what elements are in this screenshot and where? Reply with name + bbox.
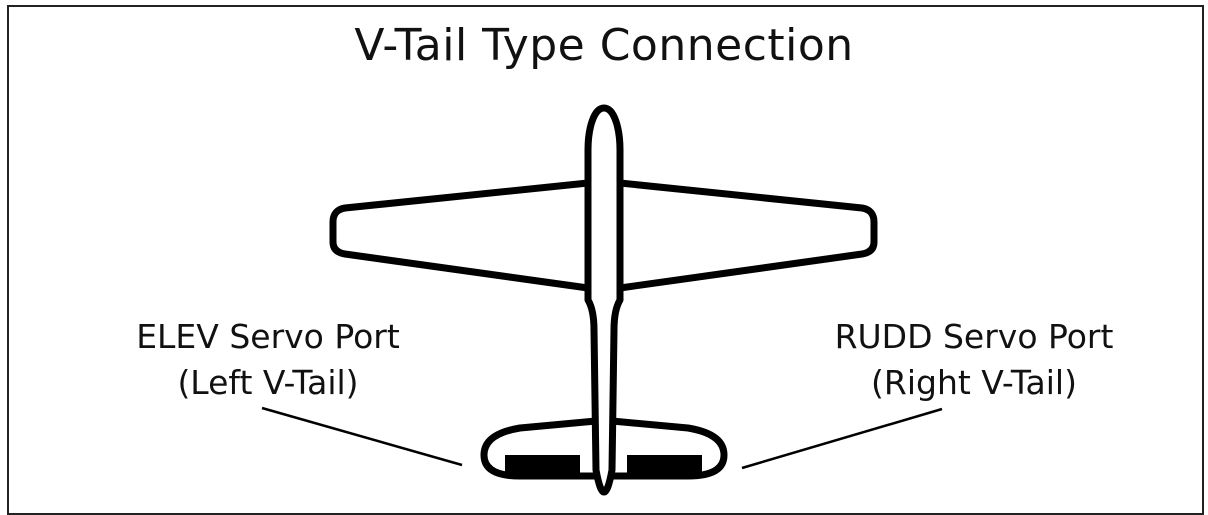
diagram-title: V-Tail Type Connection [354,20,854,71]
elev-servo-label-line2: (Left V-Tail) [177,363,359,402]
rudd-servo-label-line2: (Right V-Tail) [871,363,1077,402]
rudd-leader-line [741,407,943,470]
elev-leader-line [261,406,463,467]
elev-servo-label-line1: ELEV Servo Port [136,317,400,356]
elev-servo-block [505,455,580,477]
fuselage [584,104,624,496]
rudd-servo-label: RUDD Servo Port (Right V-Tail) [800,314,1148,406]
left-wing [329,179,589,292]
rudd-servo-label-line1: RUDD Servo Port [834,317,1114,356]
elev-servo-label: ELEV Servo Port (Left V-Tail) [100,314,436,406]
rudd-servo-block [627,455,702,477]
right-wing [619,179,878,292]
